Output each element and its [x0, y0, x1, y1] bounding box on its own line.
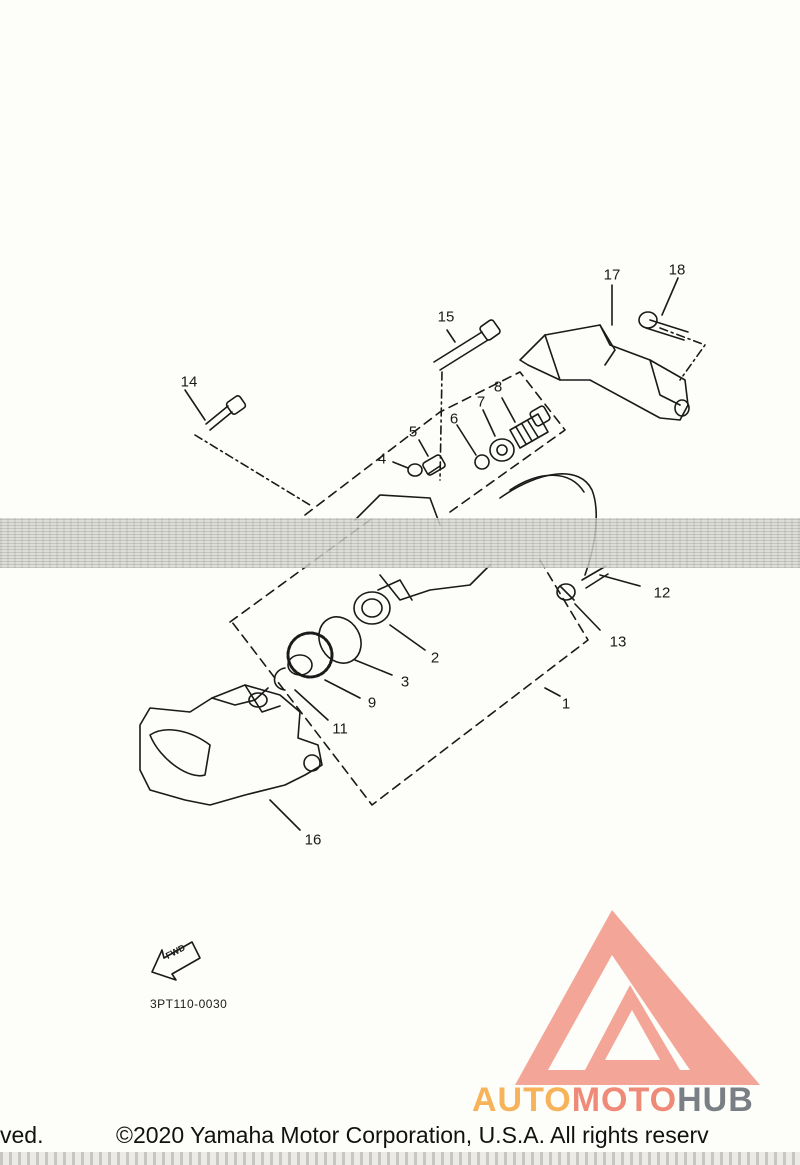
callout-4: 4	[377, 450, 387, 468]
callout-14: 14	[180, 373, 198, 391]
pump-body	[354, 494, 491, 601]
leader-line-14	[194, 434, 311, 506]
washer-6	[474, 454, 490, 470]
gear-9	[286, 631, 334, 679]
callout-18: 18	[668, 261, 686, 279]
callout-15: 15	[437, 308, 455, 326]
callout-1: 1	[561, 695, 571, 713]
washer-4	[407, 463, 423, 477]
callout-2: 2	[430, 649, 440, 667]
cover-17	[519, 324, 690, 421]
callout-7: 7	[476, 393, 486, 411]
screw-18	[638, 311, 689, 341]
watermark-brand-text: AUTOMOTOHUB	[472, 1083, 754, 1117]
housing-16	[139, 684, 323, 806]
copyright-footer: ved. ©2020 Yamaha Motor Corporation, U.S…	[0, 1122, 800, 1152]
callout-12: 12	[653, 584, 671, 602]
diagram-part-code: 3PT110-0030	[150, 997, 228, 1011]
brand-hub: HUB	[677, 1081, 754, 1119]
callout-5: 5	[408, 423, 418, 441]
fitting-5	[422, 454, 446, 476]
callout-13: 13	[609, 633, 627, 651]
callout-17: 17	[603, 266, 621, 284]
brand-auto: AUTO	[472, 1081, 572, 1119]
brand-moto: MOTO	[571, 1081, 678, 1119]
callout-3: 3	[400, 673, 410, 691]
callout-8: 8	[493, 378, 503, 396]
scan-artifact-bottom	[0, 1152, 800, 1165]
leader-line-15	[439, 371, 443, 481]
fwd-arrow-icon	[151, 941, 201, 981]
circlip-11	[273, 667, 286, 691]
bolt-14	[205, 395, 247, 431]
callout-16: 16	[304, 831, 322, 849]
callout-6: 6	[449, 410, 459, 428]
watermark-logo	[515, 910, 760, 1085]
copyright-left-fragment: ved.	[0, 1122, 44, 1148]
o-ring-3	[318, 616, 362, 664]
callout-11: 11	[332, 720, 348, 738]
plug-8	[509, 405, 551, 449]
sleeve-13	[556, 583, 576, 601]
bearing-2	[353, 591, 391, 625]
bolt-15	[433, 319, 501, 371]
callout-9: 9	[367, 694, 377, 712]
leader-line-18	[659, 327, 706, 381]
copyright-text: ©2020 Yamaha Motor Corporation, U.S.A. A…	[116, 1122, 709, 1148]
washer-7	[489, 438, 515, 462]
scan-artifact-band	[0, 518, 800, 568]
